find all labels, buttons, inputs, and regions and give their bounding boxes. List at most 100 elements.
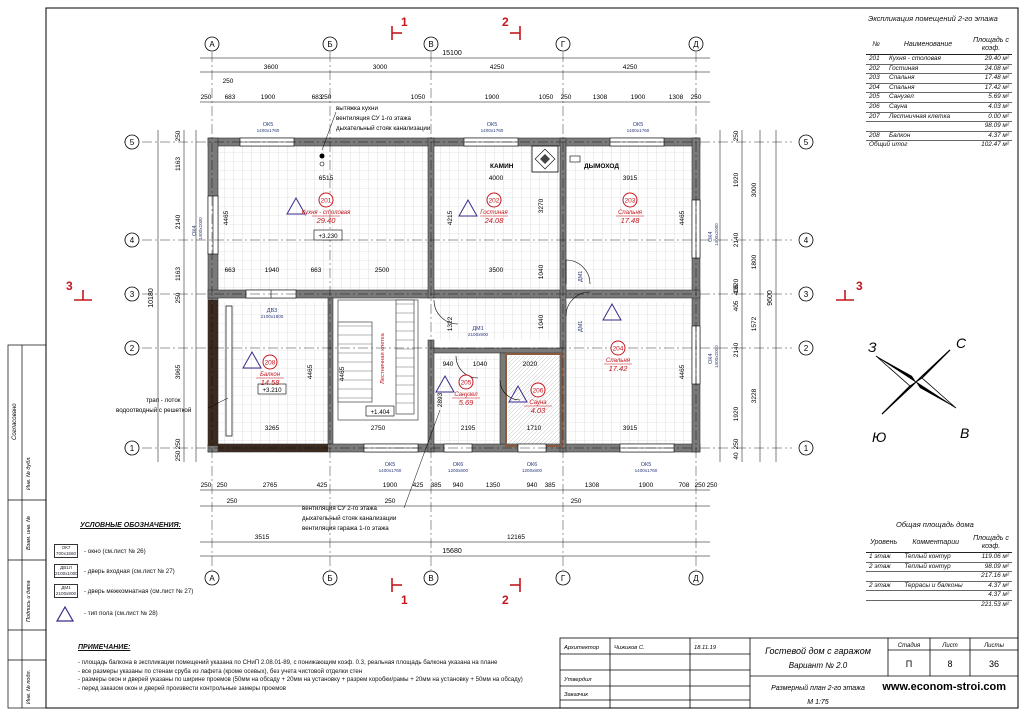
svg-text:202: 202 [489,198,500,205]
window-tag-ok5-5: ОК5 1400x1760 [635,462,658,473]
dim-text: 250 [175,450,182,461]
ha-h-level: Уровень [866,534,902,553]
side-inv-dupl: Инв. № дубл. [26,456,32,490]
dim-text: 250 [217,482,228,489]
section-2-top: 2 [502,15,509,29]
dim-top-w: 250 [223,78,234,85]
svg-text:+3.210: +3.210 [262,387,282,394]
dim-text: 1900 [631,94,646,101]
vent-marker [319,153,325,159]
dim-text: 1920 [733,278,740,293]
title-block [559,637,1019,709]
expl-total-label: Общий итог [869,141,908,149]
floor-bed204 [566,302,692,444]
axis-row-bubble [798,134,814,150]
dim-v4465-bed203: 4465 [679,210,686,225]
dim-text: 1920 [733,406,740,421]
dim-text: 250 [691,94,702,101]
floor-type-markers [242,196,622,403]
axis-col-label: Г [561,40,566,49]
svg-text:ОК5: ОК5 [487,122,498,128]
svg-text:ОК4: ОК4 [192,225,198,236]
dim-text: 1163 [175,157,182,171]
svg-text:ОК5: ОК5 [263,122,274,128]
axis-col-label: В [428,574,433,583]
expl-h-area: Площадь с коэф. [970,36,1012,55]
dim-text: 3965 [175,364,182,379]
stamp-variant: Вариант № 2.0 [789,661,848,670]
svg-text:208: 208 [265,360,276,367]
axis-col-bubble [423,570,439,586]
dim-text: 3000 [373,64,388,71]
dim-text: 250 [175,130,182,141]
dim-text: 3515 [255,534,270,541]
dim-text: 385 [545,482,556,489]
window-tag-ok5-1: ОК5 1400x1760 [257,122,280,133]
ha-total: 221.53 м² [981,600,1009,608]
level-mark-2: +3.210 [257,383,287,395]
expl-balcony-area: 4.37 м² [970,131,1012,142]
axis-col-label: Д [693,574,699,583]
dim-top-total: 15100 [442,50,462,57]
expl-subtotal: 98.09 м² [970,121,1012,132]
side-inv-orig: Инв. № подл. [26,670,32,704]
dim-balcony: 3265 [265,425,280,432]
stamp-h-sheets: Листы [983,643,1004,649]
svg-text:5.69: 5.69 [459,398,474,407]
dim-text: 708 [679,482,690,489]
svg-text:4.03: 4.03 [531,406,546,415]
svg-text:1400x2000: 1400x2000 [714,345,719,368]
window-tag-ok4-right2: ОК4 1400x2000 [708,345,719,368]
dim-text: 250 [175,292,182,303]
axis-row-label: 1 [130,444,135,453]
dim-kitchen-a: 663 [225,267,236,274]
note-line: - перед заказом окон и дверей произвести… [78,685,287,693]
svg-text:1400x1760: 1400x1760 [481,128,504,133]
svg-text:1200x800: 1200x800 [522,468,543,473]
side-sign: Подпись и дата [26,580,32,622]
section-marks [74,26,854,592]
expl-balcony-no: 208 [866,131,886,142]
axis-col-label: А [209,40,215,49]
door-tag-dm1-living: ДМ1 2100x900 [468,326,489,337]
ha-row3-comment: Террасы и балконы [901,581,970,592]
stair-treads [338,303,414,404]
dim-bath-top2: 1040 [473,361,488,368]
dim-text: 1308 [593,94,608,101]
svg-text:206: 206 [533,388,544,395]
dim-v1322: 1322 [447,316,454,331]
leader-vent [321,111,337,151]
svg-text:1400x1760: 1400x1760 [635,468,658,473]
section-3-left: 3 [66,279,73,293]
side-stamp [7,344,47,709]
label-tray2: водоотводный с решеткой [116,407,192,414]
dim-bath-bottom: 2195 [461,425,476,432]
stamp-date: 18.11.19 [694,645,717,651]
dim-text: 1308 [585,482,600,489]
svg-text:ОК5: ОК5 [641,462,652,468]
door-tag-dv3: ДВ3 2100x1800 [261,308,284,319]
ha-sum2: 4.37 м² [970,590,1012,601]
dim-kitchen-c: 2500 [375,267,390,274]
dim-sauna-top: 2020 [523,361,538,368]
axis-col-label: Г [561,574,566,583]
axis-col-label: Д [693,40,699,49]
section-1-bottom: 1 [401,593,408,607]
dim-text: 425 [413,482,424,489]
stamp-architect-name: Чижиков С. [614,645,645,651]
stamp-architect: Архитектор [563,645,600,651]
stamp-sheet: 8 [947,659,952,669]
dim-text: 1900 [261,94,276,101]
